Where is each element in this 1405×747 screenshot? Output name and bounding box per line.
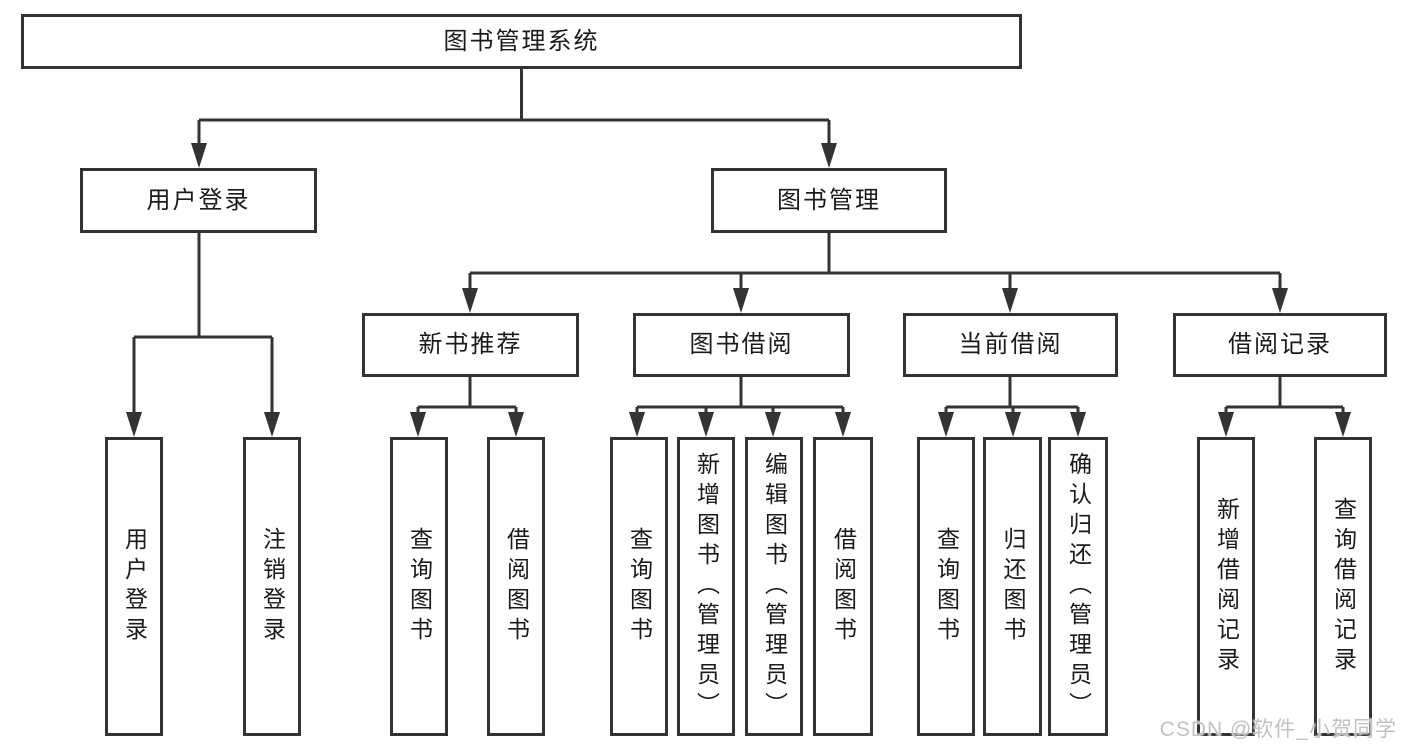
leaf-add-book-admin: 新增图书（管理员）	[677, 437, 735, 736]
csdn-watermark: CSDN @软件_小贺同学	[1159, 718, 1397, 741]
node-root: 图书管理系统	[21, 14, 1022, 69]
leaf-add-borrow-record: 新增借阅记录	[1197, 437, 1255, 736]
leaf-query-books-recommend: 查询图书	[390, 437, 448, 736]
node-book-borrowing: 图书借阅	[633, 313, 850, 377]
node-current-borrowing: 当前借阅	[903, 313, 1118, 377]
node-new-book-recommend: 新书推荐	[362, 313, 579, 377]
leaf-borrow-books-borrowing: 借阅图书	[813, 437, 873, 736]
arrowheads	[126, 143, 1351, 437]
leaf-confirm-return-admin: 确认归还（管理员）	[1048, 437, 1108, 736]
node-borrow-records: 借阅记录	[1173, 313, 1387, 377]
leaf-query-books-current: 查询图书	[917, 437, 975, 736]
leaf-query-books-borrowing: 查询图书	[610, 437, 668, 736]
leaf-return-book: 归还图书	[983, 437, 1042, 736]
node-user-login: 用户登录	[80, 168, 317, 233]
leaf-logout: 注销登录	[243, 437, 301, 736]
leaf-edit-book-admin: 编辑图书（管理员）	[745, 437, 803, 736]
leaf-borrow-books-recommend: 借阅图书	[487, 437, 545, 736]
leaf-query-borrow-record: 查询借阅记录	[1314, 437, 1372, 736]
leaf-user-login: 用户登录	[105, 437, 163, 736]
node-book-management: 图书管理	[711, 168, 947, 233]
